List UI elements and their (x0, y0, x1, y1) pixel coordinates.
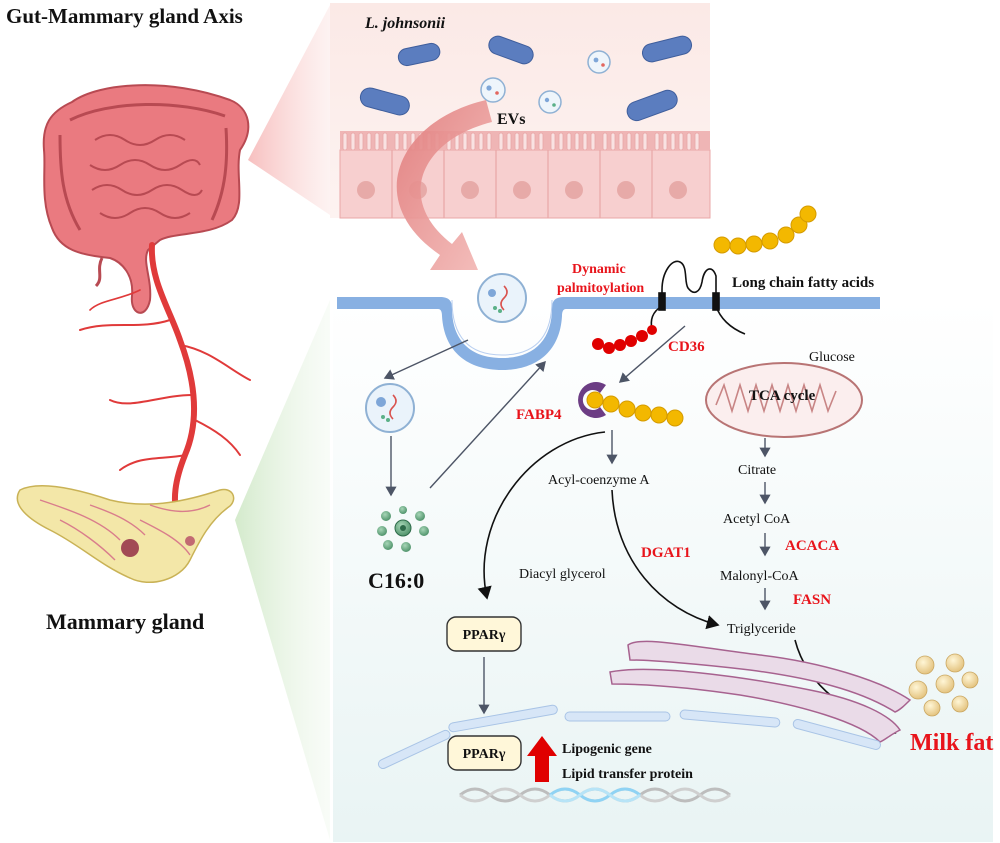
bacteria-label: L. johnsonii (364, 15, 446, 32)
cytoplasmic-ev (365, 383, 415, 433)
mammary-gland-label: Mammary gland (46, 609, 204, 634)
ppar-box-cytoplasm (446, 616, 522, 652)
cell-membrane (337, 297, 880, 370)
acetylcoa-label: Acetyl CoA (723, 512, 791, 527)
blood-vessels (79, 242, 251, 523)
mammary-gland-illustration (16, 485, 235, 583)
mammary-zoom-wedge (235, 300, 330, 840)
malonylcoa-label: Malonyl-CoA (720, 569, 799, 584)
acylcoa-label: Acyl-coenzyme A (548, 473, 650, 488)
c16-particles (377, 506, 429, 552)
palmitoyl-chain (592, 325, 657, 354)
lipogenic-label: Lipogenic gene (562, 742, 652, 757)
evs-transfer-arrow (396, 100, 492, 270)
fasn-label: FASN (793, 592, 831, 608)
ppar-box-nucleus (447, 735, 522, 771)
internalizing-ev (477, 273, 527, 323)
fabp4-bound-fatty-acid (586, 391, 684, 427)
diagram-title: Gut-Mammary gland Axis (6, 4, 243, 28)
dna-helix (459, 787, 731, 803)
endoplasmic-reticulum (609, 640, 912, 743)
cd36-label: CD36 (668, 339, 705, 355)
evs-vesicles (480, 50, 611, 114)
milk-fat-droplets (908, 653, 979, 717)
evs-label: EVs (497, 111, 525, 128)
tca-label: TCA cycle (749, 388, 816, 404)
ppar-label: PPARγ (463, 628, 506, 643)
diacylglycerol-label: Diacyl glycerol (519, 567, 606, 582)
gut-zoom-wedge (248, 5, 330, 215)
c16-label: C16:0 (368, 568, 424, 593)
lcfa-chain (713, 205, 817, 255)
mammary-cell-panel (333, 300, 993, 842)
triglyceride-label: Triglyceride (727, 622, 796, 637)
fabp4-protein (578, 382, 606, 419)
palmitoylation-label-2: palmitoylation (557, 281, 644, 296)
lipid-transfer-label: Lipid transfer protein (562, 767, 693, 782)
bacteria-cells (359, 35, 693, 122)
intestinal-epithelium (339, 131, 711, 219)
palmitoylation-label-1: Dynamic (572, 262, 626, 277)
upregulation-arrow (527, 736, 557, 782)
dgat1-label: DGAT1 (641, 545, 691, 561)
fabp4-label: FABP4 (516, 407, 562, 423)
nuclear-envelope (377, 704, 881, 770)
milkfat-label: Milk fat (910, 730, 993, 756)
lcfa-label: Long chain fatty acids (732, 275, 874, 291)
cd36-receptor (650, 260, 746, 335)
citrate-label: Citrate (738, 463, 776, 478)
acaca-label: ACACA (785, 538, 839, 554)
ppar-nucleus-label: PPARγ (463, 747, 506, 762)
pathway-arrows (383, 325, 771, 715)
mitochondrion (705, 362, 863, 438)
glucose-label: Glucose (809, 350, 855, 365)
intestine-illustration (42, 84, 250, 314)
